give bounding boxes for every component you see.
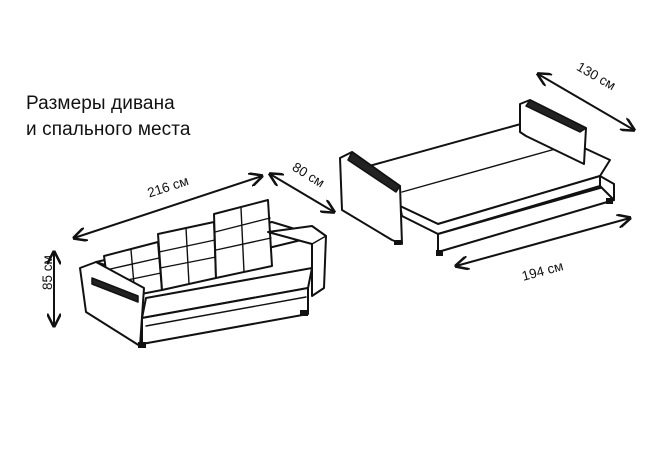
sofa-depth-label: 80 см [290,159,327,190]
sofa-height-label: 85 см [40,255,55,290]
bed-depth-arrow [538,74,634,130]
sofa-depth-arrow [270,174,334,212]
bed-foot [606,198,613,204]
bed-base-side [599,175,615,201]
sofa-base-seam [145,296,307,327]
bed-depth-label: 130 см [574,59,618,93]
armrest-top-left [91,277,139,303]
sofa-width-label: 216 см [145,173,190,200]
sofa-bed-unfolded [339,99,615,256]
sofa-folded [79,199,327,348]
bed-front-armrest-top [347,151,401,193]
bed-width-label: 194 см [520,258,565,283]
bed-foot [394,240,401,245]
sofa-foot [300,310,308,316]
title-line-1: Размеры дивана [26,93,175,114]
sofa-foot [138,342,146,348]
sofa-width-arrow [74,176,262,238]
bed-fold-line [401,145,567,193]
bed-foot [436,250,443,256]
bed-width-arrow [456,218,630,266]
title-line-2: и спального места [26,119,191,140]
